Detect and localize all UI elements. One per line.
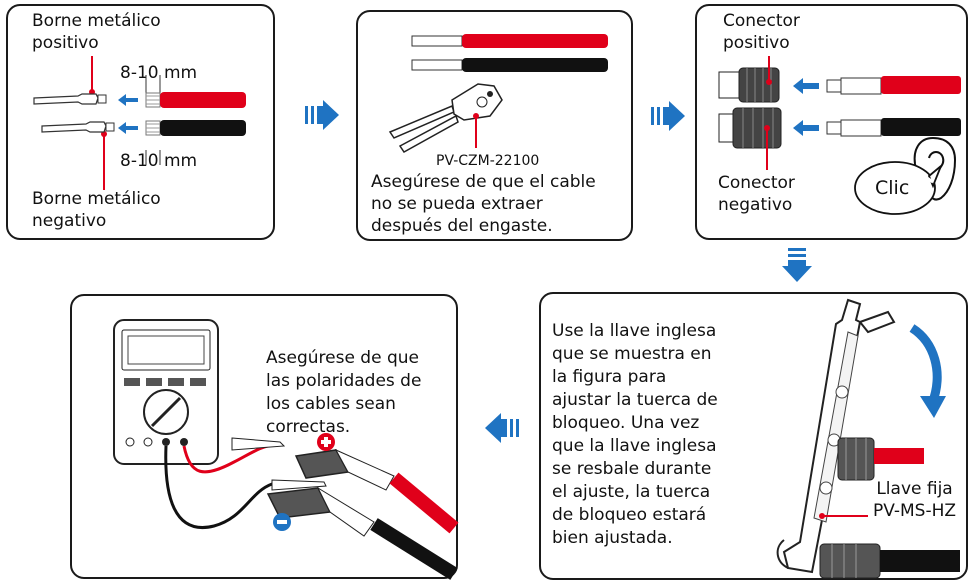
next-step-arrow-icon: [651, 101, 685, 131]
dimension-bottom-label: 8-10 mm: [120, 151, 198, 171]
negative-connector-label: Conector negativo: [718, 173, 795, 215]
wrench-tightening-illustration: [776, 298, 960, 579]
positive-connector-label: Conector positivo: [723, 11, 800, 53]
crimping-tool-model: PV-CZM-22100: [436, 153, 540, 169]
polarity-note: Asegúrese de que las polaridades de los …: [266, 348, 422, 437]
crimping-note: Asegúrese de que el cable no se pueda ex…: [371, 172, 596, 236]
connector-assembly-illustration: [718, 56, 961, 215]
next-step-arrow-icon: [485, 413, 519, 443]
multimeter-illustration: [113, 319, 459, 580]
wrench-model-label: Llave fija PV-MS-HZ: [873, 479, 957, 521]
negative-terminal-label: Borne metálico negativo: [32, 189, 161, 231]
step-4-panel: [539, 292, 968, 580]
wrench-instruction: Use la llave inglesa que se muestra en l…: [552, 321, 718, 548]
next-step-arrow-icon: [305, 100, 339, 130]
dimension-top-label: 8-10 mm: [120, 63, 198, 83]
crimping-tool-illustration: [388, 34, 608, 153]
click-sound-label: Clic: [875, 177, 910, 199]
positive-terminal-label: Borne metálico positivo: [32, 11, 161, 53]
step-2-panel: [356, 10, 633, 241]
next-step-arrow-icon: [782, 248, 812, 282]
metal-terminals-illustration: [33, 56, 246, 190]
